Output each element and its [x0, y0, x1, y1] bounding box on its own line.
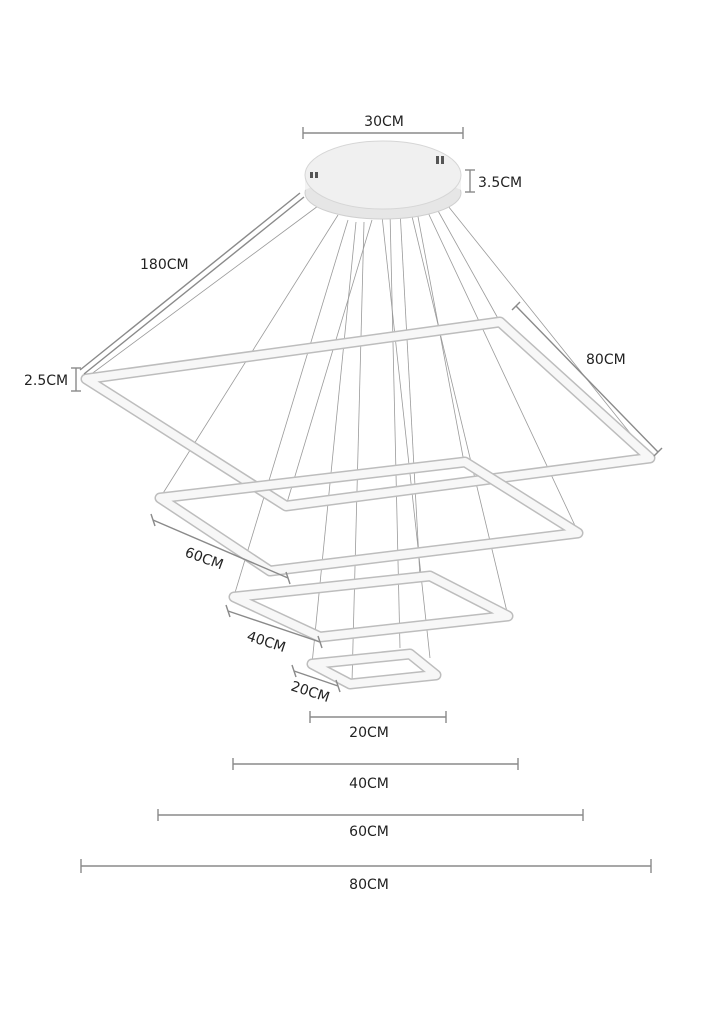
dim-ring-20-side — [291, 664, 341, 693]
label-cable-length: 180CM — [140, 257, 189, 273]
ring-40cm — [228, 570, 514, 643]
label-canopy-diameter: 30CM — [364, 114, 404, 130]
ring-20cm — [306, 648, 442, 690]
dim-width-40 — [232, 758, 519, 770]
label-ring-20-side: 20CM — [289, 679, 332, 706]
label-width-80: 80CM — [349, 877, 389, 893]
ring-80cm — [80, 316, 656, 512]
ceiling-canopy — [304, 140, 462, 220]
dim-width-60 — [157, 809, 584, 821]
dim-width-20 — [309, 711, 447, 723]
dim-ring-80-side — [511, 301, 663, 457]
label-width-60: 60CM — [349, 824, 389, 840]
label-width-40: 40CM — [349, 776, 389, 792]
label-ring-thickness: 2.5CM — [24, 373, 68, 389]
dim-width-80 — [80, 859, 652, 873]
dim-canopy-height — [465, 169, 475, 193]
dim-ring-40-side — [225, 604, 323, 649]
dim-cable-length — [79, 192, 305, 375]
suspension-wires — [85, 195, 651, 683]
label-ring-80-side: 80CM — [586, 352, 626, 368]
dim-ring-60-side — [150, 513, 291, 585]
dim-ring-thickness — [71, 367, 81, 392]
ring-60cm — [154, 456, 584, 577]
dim-canopy-diameter — [302, 127, 464, 139]
label-width-20: 20CM — [349, 725, 389, 741]
label-ring-40-side: 40CM — [245, 629, 288, 656]
label-canopy-height: 3.5CM — [478, 175, 522, 191]
